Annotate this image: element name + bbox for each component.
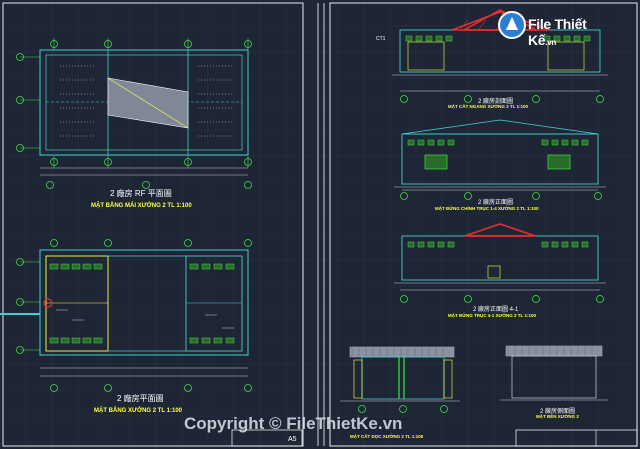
sheet-label-text: A5 [288, 436, 297, 443]
section-long [340, 346, 460, 413]
section-long-title-vn: MẶT CẮT DỌC XƯỞNG 2 TL 1:100 [350, 434, 424, 439]
logo-text: File Thiết Kế.vn [528, 16, 610, 48]
side-elevation-title-vn: MẶT BÊN XƯỞNG 2 [536, 414, 579, 419]
floor-plan [0, 239, 252, 392]
copyright-watermark: Copyright © FileThietKe.vn [184, 414, 403, 433]
floor-plan-title-cn: 2 廠房平面圖 [117, 394, 164, 403]
side-elevation [500, 345, 608, 401]
front-elevation-title-cn: 2 廠房正面圖 [478, 200, 514, 206]
logo-brand: File Thiết Kế [528, 16, 587, 48]
back-elevation [394, 223, 606, 303]
title-block: A5 [231, 429, 638, 447]
front-elevation-title-vn: MẶT ĐỨNG CHÍNH TRỤC 1-4 XƯỞNG 2 TL 1:100 [435, 206, 539, 211]
logo-suffix: .vn [545, 38, 556, 47]
front-elevation [394, 119, 606, 200]
roof-plan-title-cn: 2 廠房 RF 平面圖 [110, 189, 172, 198]
side-elevation-title-cn: 2 廠房側面圖 [540, 409, 576, 415]
roof-plan [16, 38, 252, 189]
floor-plan-title-vn: MẶT BẰNG XƯỞNG 2 TL 1:100 [94, 408, 182, 414]
logo-icon [498, 11, 526, 39]
level-tag-text: CT1 [376, 36, 386, 42]
back-elevation-title-cn: 2 廠房正面圖 4-1 [473, 307, 519, 313]
section-cross-title-vn: MẶT CẮT NGANG XƯỞNG 2 TL 1:100 [448, 104, 528, 109]
back-elevation-title-vn: MẶT ĐỨNG TRỤC 4-1 XƯỞNG 2 TL 1:100 [448, 313, 536, 318]
roof-plan-title-vn: MẶT BẰNG MÁI XƯỞNG 2 TL 1:100 [91, 203, 192, 209]
section-cross-title-cn: 2 廠房剖面圖 [478, 99, 514, 105]
filethietke-logo: File Thiết Kế.vn [498, 8, 610, 48]
